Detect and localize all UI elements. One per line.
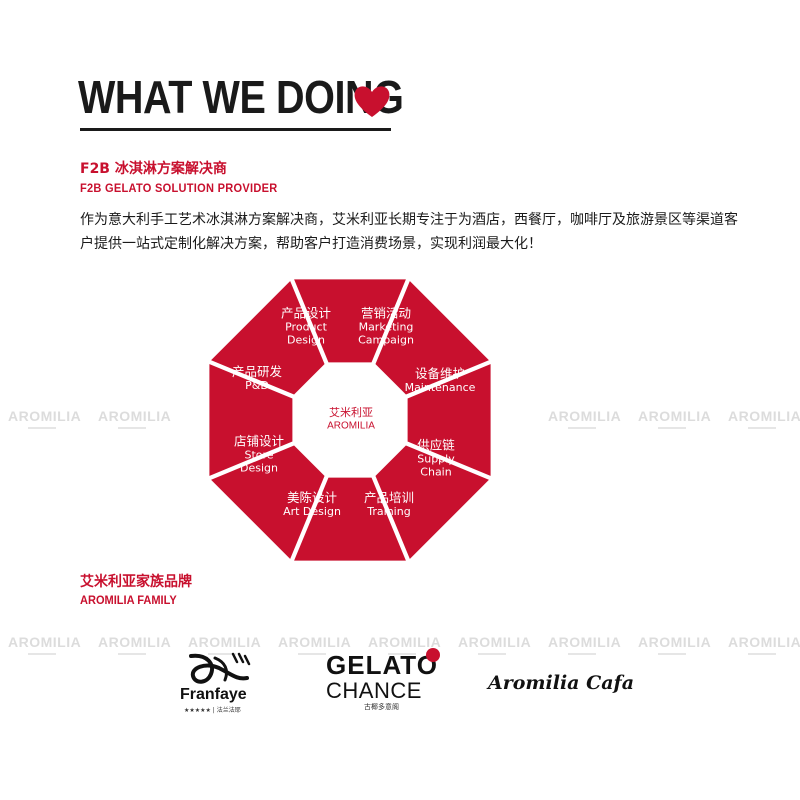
- watermark: AROMILIA: [98, 408, 172, 429]
- seg-product-design: [291, 277, 409, 365]
- franfaye-emblem-icon: [189, 652, 251, 684]
- family-title-en: AROMILIA FAMILY: [80, 593, 177, 607]
- segment-pd: 产品研发 P&D: [231, 364, 283, 392]
- watermark: AROMILIA: [458, 634, 532, 655]
- franfaye-subtitle: ★★★★★ | 法兰法耶: [184, 707, 241, 714]
- seg-training: [291, 475, 409, 563]
- watermark: AROMILIA: [728, 634, 800, 655]
- watermark: AROMILIA: [188, 634, 262, 655]
- gelato-dot-icon: [426, 648, 440, 662]
- section-title-en: F2B GELATO SOLUTION PROVIDER: [80, 181, 278, 195]
- segment-maintenance: 设备维护 Maintenance: [404, 366, 476, 394]
- watermark: AROMILIA: [548, 408, 622, 429]
- segment-art-design: 美陈设计 Art Design: [283, 490, 341, 518]
- seg-maintenance: [405, 361, 493, 479]
- seg-supply-chain: [373, 443, 493, 563]
- service-octagon: [207, 277, 493, 563]
- section-description: 作为意大利手工艺术冰淇淋方案解决商，艾米利亚长期专注于为酒店，西餐厅，咖啡厅及旅…: [80, 212, 738, 252]
- watermark: AROMILIA: [8, 408, 82, 429]
- watermark: AROMILIA: [548, 634, 622, 655]
- watermark: AROMILIA: [98, 634, 172, 655]
- watermark: AROMILIA: [638, 408, 712, 429]
- center-label-en: AROMILIA: [327, 420, 375, 432]
- seg-art-design: [207, 443, 327, 563]
- watermark: AROMILIA: [278, 634, 352, 655]
- watermark: AROMILIA: [638, 634, 712, 655]
- segment-training: 产品培训 Training: [363, 490, 415, 518]
- watermark: AROMILIA: [368, 634, 442, 655]
- seg-pd: [207, 277, 327, 397]
- seg-store-design: [207, 361, 295, 479]
- center-label-cn: 艾米利亚: [329, 406, 373, 419]
- title-underline: [80, 128, 391, 131]
- page-title: WHAT WE DOING: [78, 71, 404, 123]
- aromilia-cafa-logo: Aromilia Cafa: [488, 672, 635, 694]
- heart-icon: [354, 86, 390, 117]
- section-title-cn: F2B 冰淇淋方案解决商: [80, 161, 227, 177]
- chance-word: CHANCE: [326, 678, 422, 703]
- franfaye-name: Franfaye: [180, 686, 247, 703]
- seg-marketing: [373, 277, 493, 397]
- gelato-word: GELATO: [326, 650, 438, 680]
- watermark: AROMILIA: [8, 634, 82, 655]
- gelato-subtitle: 古椰多意阁: [364, 703, 399, 711]
- family-title-cn: 艾米利亚家族品牌: [80, 574, 192, 590]
- watermark: AROMILIA: [728, 408, 800, 429]
